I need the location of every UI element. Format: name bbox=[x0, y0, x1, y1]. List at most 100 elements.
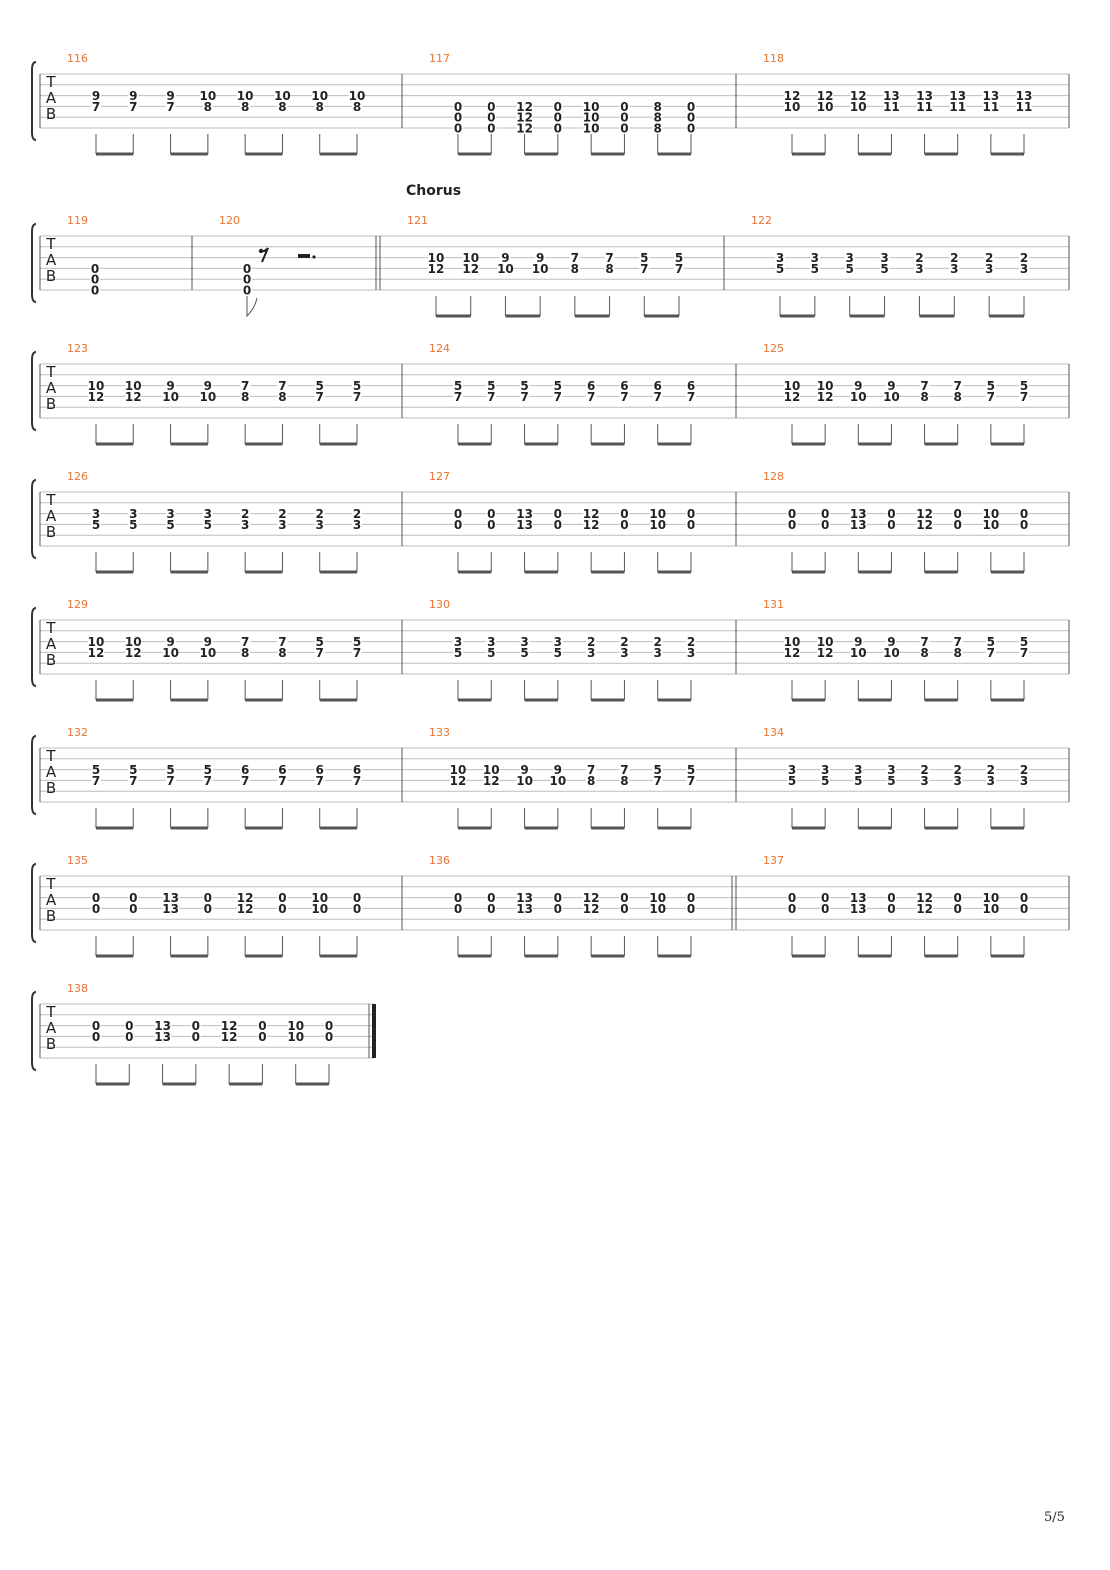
fret-mask bbox=[784, 390, 800, 402]
fret-mask bbox=[583, 507, 600, 519]
fret-mask bbox=[519, 646, 530, 658]
fret-mask bbox=[277, 763, 288, 775]
fret-number: 10 bbox=[550, 774, 567, 788]
fret-mask bbox=[428, 251, 444, 263]
fret-mask bbox=[686, 379, 696, 391]
fret-number: 6 bbox=[353, 763, 361, 777]
fret-number: 7 bbox=[316, 774, 324, 788]
fret-number: 7 bbox=[954, 379, 962, 393]
fret-number: 9 bbox=[520, 763, 528, 777]
fret-mask bbox=[985, 635, 996, 647]
fret-mask bbox=[552, 111, 563, 123]
fret-number: 7 bbox=[129, 774, 137, 788]
fret-mask bbox=[919, 646, 930, 658]
fret-mask bbox=[352, 774, 362, 786]
fret-number: 3 bbox=[776, 251, 784, 265]
fret-mask bbox=[552, 763, 563, 775]
fret-mask bbox=[586, 763, 597, 775]
fret-mask bbox=[352, 635, 362, 647]
fret-mask bbox=[314, 774, 325, 786]
fret-mask bbox=[850, 891, 867, 903]
fret-number: 0 bbox=[1020, 902, 1028, 916]
fret-mask bbox=[583, 111, 600, 123]
fret-mask bbox=[453, 390, 463, 402]
fret-number: 12 bbox=[516, 122, 533, 136]
fret-mask bbox=[883, 390, 900, 402]
fret-mask bbox=[1016, 89, 1032, 101]
fret-mask bbox=[486, 111, 497, 123]
fret-mask bbox=[202, 100, 213, 112]
fret-mask bbox=[242, 284, 252, 295]
fret-number: 0 bbox=[788, 902, 796, 916]
fret-number: 3 bbox=[985, 262, 993, 276]
fret-number: 7 bbox=[278, 379, 286, 393]
fret-mask bbox=[914, 262, 925, 274]
system-brace bbox=[31, 607, 37, 687]
fret-number: 0 bbox=[325, 1019, 333, 1033]
fret-mask bbox=[883, 646, 900, 658]
fret-mask bbox=[652, 111, 663, 123]
fret-number: 0 bbox=[620, 518, 628, 532]
fret-mask bbox=[90, 273, 100, 285]
tab-clef-letter: B bbox=[46, 105, 56, 123]
fret-number: 12 bbox=[88, 646, 105, 660]
measure-number: 121 bbox=[407, 214, 428, 227]
fret-number: 10 bbox=[88, 635, 105, 649]
tab-clef-letter: B bbox=[46, 651, 56, 669]
fret-mask bbox=[516, 111, 533, 123]
fret-number: 7 bbox=[353, 646, 361, 660]
fret-mask bbox=[352, 518, 362, 530]
fret-number: 3 bbox=[487, 635, 495, 649]
fret-mask bbox=[583, 122, 600, 133]
fret-mask bbox=[202, 518, 213, 530]
fret-mask bbox=[277, 518, 288, 530]
fret-mask bbox=[91, 518, 101, 530]
fret-mask bbox=[686, 902, 696, 914]
fret-number: 0 bbox=[129, 891, 137, 905]
fret-number: 3 bbox=[316, 518, 324, 532]
fret-number: 7 bbox=[278, 774, 286, 788]
fret-number: 3 bbox=[587, 646, 595, 660]
fret-number: 3 bbox=[353, 518, 361, 532]
fret-mask bbox=[486, 100, 497, 112]
fret-number: 0 bbox=[454, 507, 462, 521]
fret-mask bbox=[202, 891, 213, 903]
fret-mask bbox=[128, 902, 139, 914]
tab-clef-letter: A bbox=[46, 379, 57, 397]
fret-number: 13 bbox=[516, 891, 533, 905]
fret-mask bbox=[674, 251, 684, 263]
fret-number: 5 bbox=[316, 379, 324, 393]
fret-number: 13 bbox=[516, 902, 533, 916]
fret-number: 10 bbox=[983, 902, 1000, 916]
fret-mask bbox=[277, 646, 288, 658]
fret-mask bbox=[809, 262, 820, 274]
fret-mask bbox=[240, 379, 251, 391]
fret-mask bbox=[90, 284, 100, 295]
fret-mask bbox=[686, 100, 696, 112]
fret-mask bbox=[552, 390, 563, 402]
tab-clef-letter: T bbox=[45, 619, 56, 637]
fret-mask bbox=[165, 774, 176, 786]
fret-number: 8 bbox=[316, 100, 324, 114]
fret-mask bbox=[686, 774, 696, 786]
tab-clef-letter: B bbox=[46, 779, 56, 797]
fret-number: 8 bbox=[204, 100, 212, 114]
fret-mask bbox=[486, 122, 497, 133]
fret-number: 6 bbox=[687, 379, 695, 393]
fret-mask bbox=[649, 891, 666, 903]
fret-mask bbox=[879, 251, 890, 263]
tab-clef-letter: T bbox=[45, 1003, 56, 1021]
fret-number: 12 bbox=[817, 89, 834, 103]
fret-number: 7 bbox=[920, 379, 928, 393]
fret-number: 3 bbox=[915, 262, 923, 276]
fret-number: 10 bbox=[125, 379, 142, 393]
fret-number: 0 bbox=[91, 284, 99, 298]
fret-number: 0 bbox=[554, 100, 562, 114]
fret-number: 0 bbox=[92, 902, 100, 916]
fret-number: 7 bbox=[954, 635, 962, 649]
fret-number: 3 bbox=[788, 763, 796, 777]
fret-mask bbox=[919, 774, 930, 786]
fret-number: 0 bbox=[687, 122, 695, 136]
fret-mask bbox=[586, 774, 597, 786]
